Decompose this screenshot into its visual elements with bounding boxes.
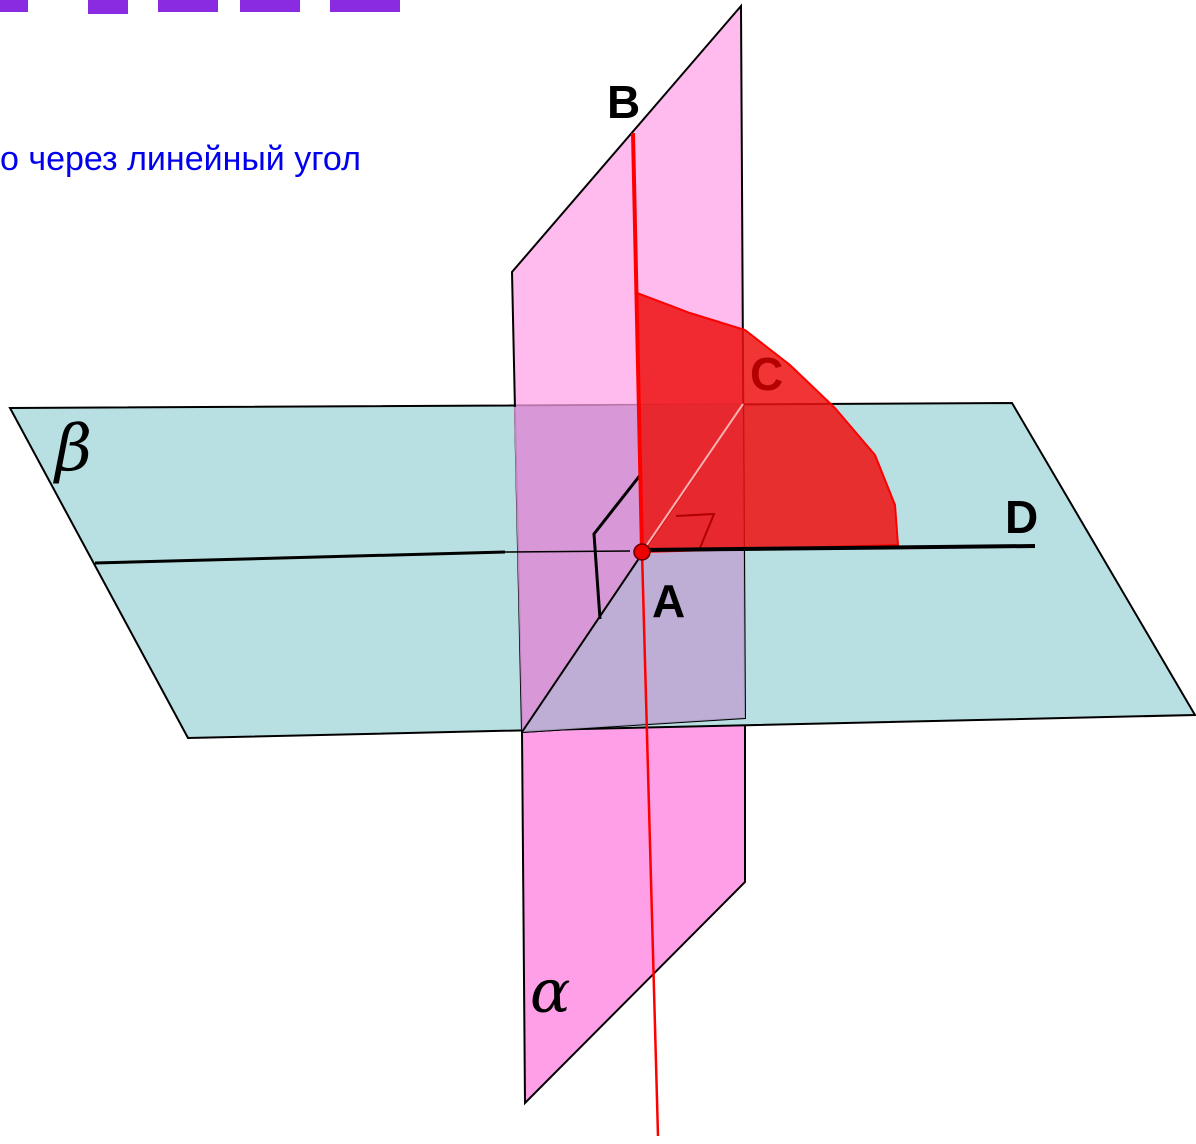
linear-angle-sector <box>635 291 900 554</box>
subtitle-text: о через линейный угол <box>0 140 361 178</box>
ray-AB <box>631 132 644 553</box>
label-A: A <box>652 575 685 627</box>
point-A <box>633 543 651 561</box>
label-D: D <box>1005 491 1038 543</box>
beta-line-left <box>94 550 506 565</box>
label-C: C <box>750 348 783 400</box>
segment-AC <box>641 403 744 553</box>
line-below-A <box>640 551 660 1137</box>
ray-AD <box>641 544 1036 552</box>
plane-alpha-lower <box>520 716 746 1106</box>
label-beta: β <box>53 412 92 486</box>
title-remnant <box>0 0 400 14</box>
right-angle-marker <box>675 512 716 549</box>
label-alpha: α <box>530 957 571 1027</box>
plane-overlap-left <box>514 405 642 732</box>
perpendicular-marker <box>592 473 643 620</box>
label-B: B <box>607 76 640 128</box>
beta-line-left-thin <box>504 550 631 553</box>
